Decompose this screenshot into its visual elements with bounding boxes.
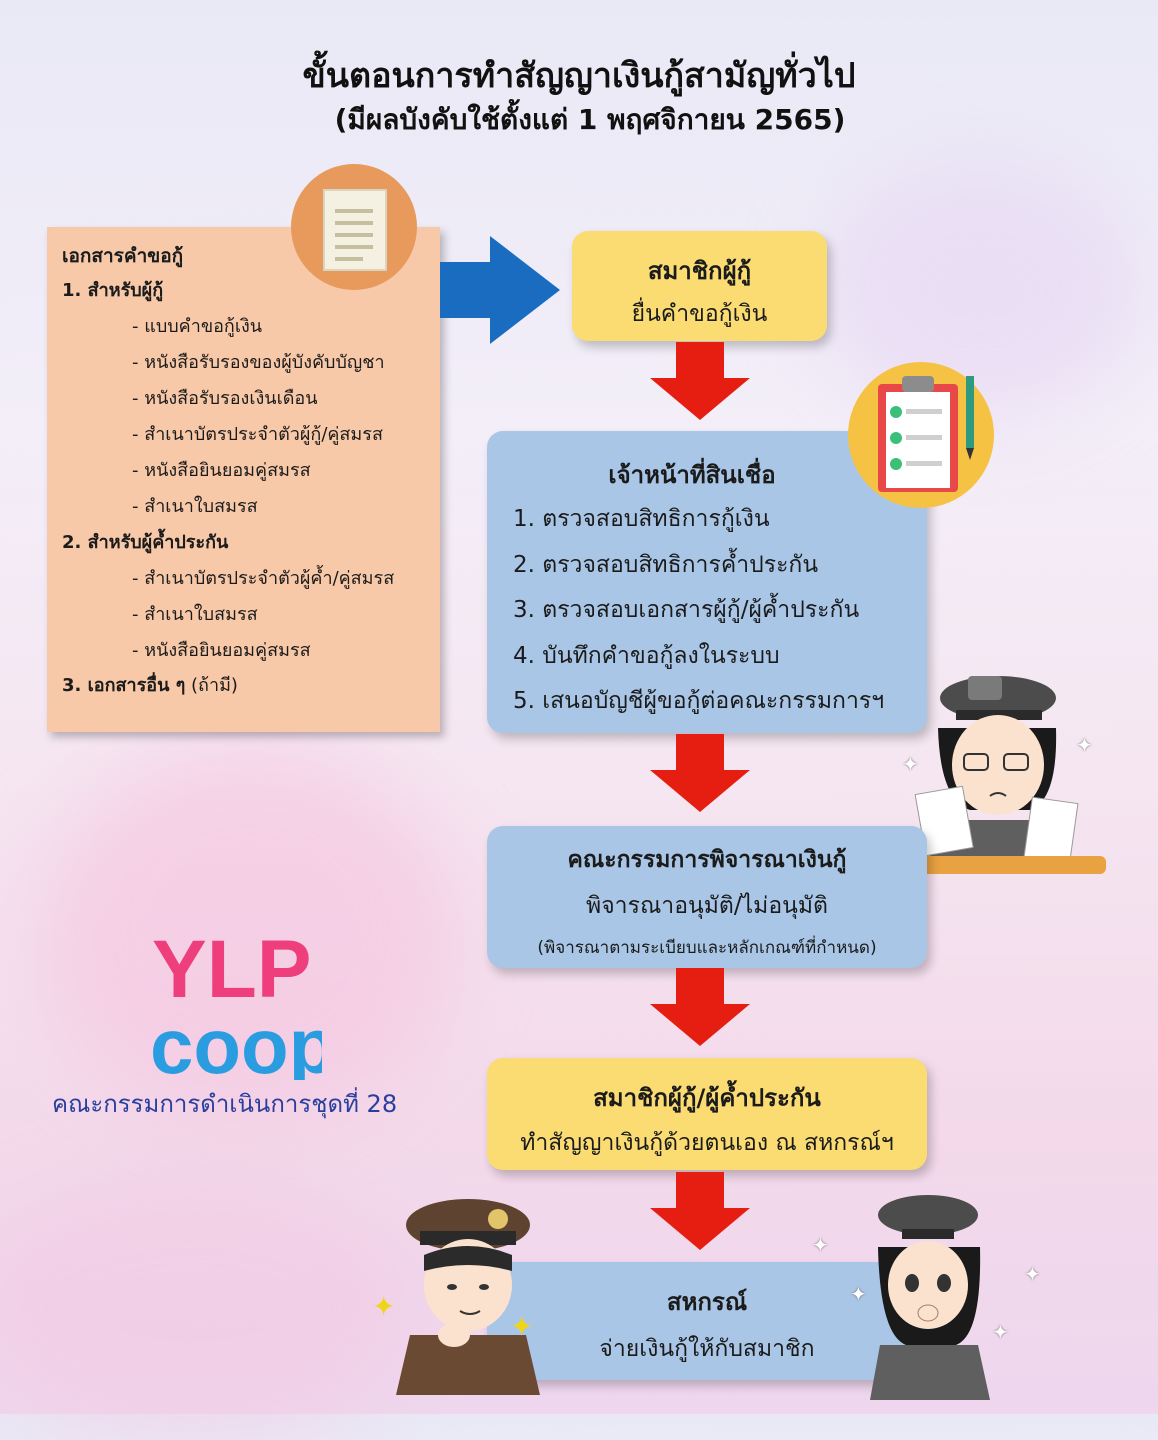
step-contract-text: ทำสัญญาเงินกู้ด้วยตนเอง ณ สหกรณ์ฯ [520,1130,894,1156]
other-documents-label: 3. เอกสารอื่น ๆ [62,675,186,696]
list-item: - สำเนาบัตรประจำตัวผู้กู้/คู่สมรส [132,424,383,445]
document-icon [291,164,417,290]
step-member-text: ยื่นคำขอกู้เงิน [631,301,768,327]
guarantor-heading: 2. สำหรับผู้ค้ำประกัน [62,532,229,553]
logo-text-top: YLP [152,925,311,1015]
arrow-down-icon [650,342,750,420]
arrow-down-icon [650,734,750,812]
step-member-title: สมาชิกผู้กู้ [647,257,752,285]
list-item: 2. ตรวจสอบสิทธิการค้ำประกัน [513,551,819,578]
officer-character [910,676,1106,874]
step-member-box: สมาชิกผู้กู้ ยื่นคำขอกู้เงิน [572,231,827,341]
list-item: - สำเนาใบสมรส [132,496,258,517]
step-committee-box: คณะกรรมการพิจารณาเงินกู้ พิจารณาอนุมัติ/… [487,826,927,968]
logo-caption: คณะกรรมการดำเนินการชุดที่ 28 [52,1090,398,1118]
list-item: - หนังสือยินยอมคู่สมรส [132,460,311,481]
step-committee-note: (พิจารณาตามระเบียบและหลักเกณฑ์ที่กำหนด) [537,938,877,958]
arrow-down-icon [650,968,750,1046]
arrow-down-icon [650,1172,750,1250]
other-documents-note: (ถ้ามี) [185,675,238,696]
page-subtitle: (มีผลบังคับใช้ตั้งแต่ 1 พฤศจิกายน 2565) [334,103,846,136]
clipboard-icon [848,362,994,508]
step-coop-text: จ่ายเงินกู้ให้กับสมาชิก [599,1336,815,1362]
step-officer-title: เจ้าหน้าที่สินเชื่อ [608,461,776,489]
logo-text-bottom: coop [150,1002,322,1080]
list-item: - สำเนาบัตรประจำตัวผู้ค้ำ/คู่สมรส [132,568,395,589]
step-contract-title: สมาชิกผู้กู้/ผู้ค้ำประกัน [593,1084,821,1112]
background-glow [820,160,1140,420]
page-title: ขั้นตอนการทำสัญญาเงินกู้สามัญทั่วไป [302,56,856,96]
sparkle-icon: ✦ [992,1320,1009,1344]
male-officer-character [396,1199,540,1395]
other-documents: 3. เอกสารอื่น ๆ (ถ้ามี) [62,670,238,699]
step-contract-box: สมาชิกผู้กู้/ผู้ค้ำประกัน ทำสัญญาเงินกู้… [487,1058,927,1170]
documents-panel: เอกสารคำขอกู้ 1. สำหรับผู้กู้ - แบบคำขอก… [47,227,440,732]
step-coop-box: สหกรณ์ จ่ายเงินกู้ให้กับสมาชิก [487,1262,927,1380]
borrower-heading: 1. สำหรับผู้กู้ [62,280,164,301]
step-coop-title: สหกรณ์ [666,1288,748,1316]
sparkle-icon: ✦ [1076,733,1093,757]
list-item: 4. บันทึกคำขอกู้ลงในระบบ [513,642,780,669]
documents-heading: เอกสารคำขอกู้ [62,245,184,267]
ylp-coop-logo: YLP coop [150,925,322,1080]
sparkle-icon: ✦ [1024,1262,1041,1286]
step-committee-text: พิจารณาอนุมัติ/ไม่อนุมัติ [586,893,828,919]
list-item: - หนังสือรับรองเงินเดือน [132,388,318,409]
sparkle-icon: ✦ [902,752,919,776]
arrow-right-icon [440,236,560,344]
list-item: 3. ตรวจสอบเอกสารผู้กู้/ผู้ค้ำประกัน [513,597,860,623]
female-officer-character [870,1195,990,1400]
list-item: 1. ตรวจสอบสิทธิการกู้เงิน [513,506,770,532]
step-officer-box: เจ้าหน้าที่สินเชื่อ 1. ตรวจสอบสิทธิการกู… [487,431,927,733]
step-committee-title: คณะกรรมการพิจารณาเงินกู้ [567,847,847,873]
sparkle-icon: ✦ [510,1310,534,1343]
officer-task-list: 1. ตรวจสอบสิทธิการกู้เงิน 2. ตรวจสอบสิทธ… [513,497,884,725]
background-glow [40,740,460,1120]
list-item: - หนังสือรับรองของผู้บังคับบัญชา [132,352,385,373]
background-glow [0,1180,420,1440]
list-item: - สำเนาใบสมรส [132,604,258,625]
sparkle-icon: ✦ [850,1282,867,1306]
list-item: - แบบคำขอกู้เงิน [132,316,263,337]
list-item: 5. เสนอบัญชีผู้ขอกู้ต่อคณะกรรมการฯ [513,688,885,714]
sparkle-icon: ✦ [372,1290,396,1323]
list-item: - หนังสือยินยอมคู่สมรส [132,640,311,661]
sparkle-icon: ✦ [812,1233,829,1257]
